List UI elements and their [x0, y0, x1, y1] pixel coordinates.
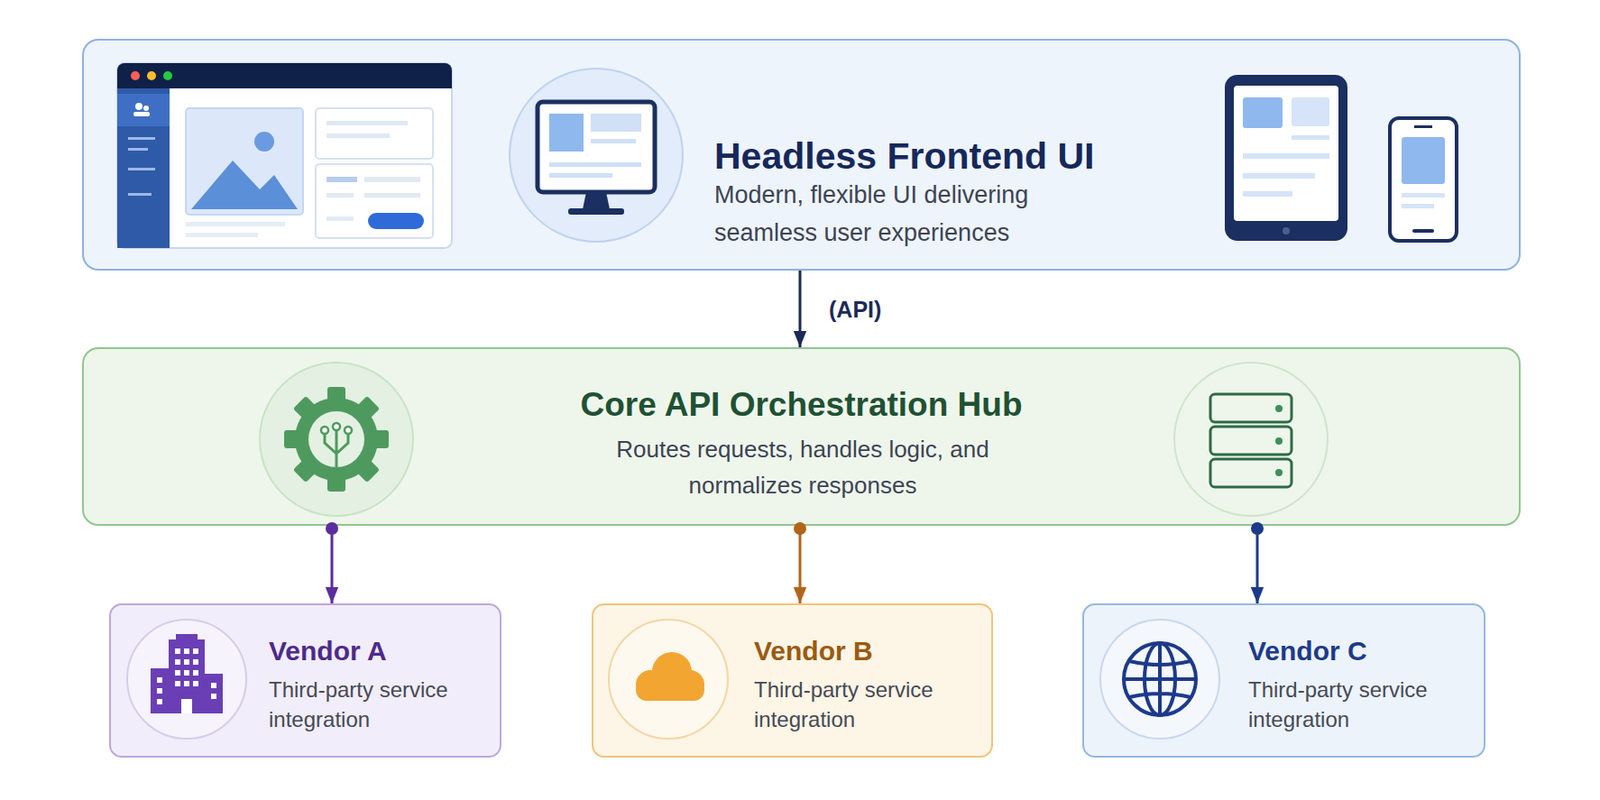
- vendor-box: Vendor B Third-party service integration: [591, 603, 994, 758]
- node-description: Third-party service integration: [268, 674, 486, 735]
- node-description: Routes requests, handles logic, and norm…: [608, 431, 997, 504]
- vendor-box: Vendor A Third-party service integration: [109, 603, 502, 758]
- connector-arrow: [799, 525, 802, 604]
- frontend-band: Headless Frontend UIModern, flexible UI …: [82, 38, 1521, 271]
- connector-arrow: [331, 525, 334, 604]
- connector-arrow: [799, 270, 802, 348]
- node-description: Third-party service integration: [1248, 674, 1465, 735]
- node-title: Headless Frontend UI: [714, 134, 1274, 178]
- node-title: Core API Orchestration Hub: [83, 385, 1519, 425]
- hub-band: Core API Orchestration HubRoutes request…: [82, 347, 1521, 526]
- vendor-box: Vendor C Third-party service integration: [1082, 603, 1486, 758]
- node-title: Vendor B: [754, 634, 971, 668]
- node-title: Vendor C: [1248, 634, 1465, 668]
- node-description: Third-party service integration: [754, 674, 971, 735]
- connector-arrow: [1256, 525, 1260, 604]
- edge-label: (API): [828, 295, 882, 323]
- node-title: Vendor A: [268, 634, 486, 668]
- node-description: Modern, flexible UI delivering seamless …: [714, 175, 1112, 252]
